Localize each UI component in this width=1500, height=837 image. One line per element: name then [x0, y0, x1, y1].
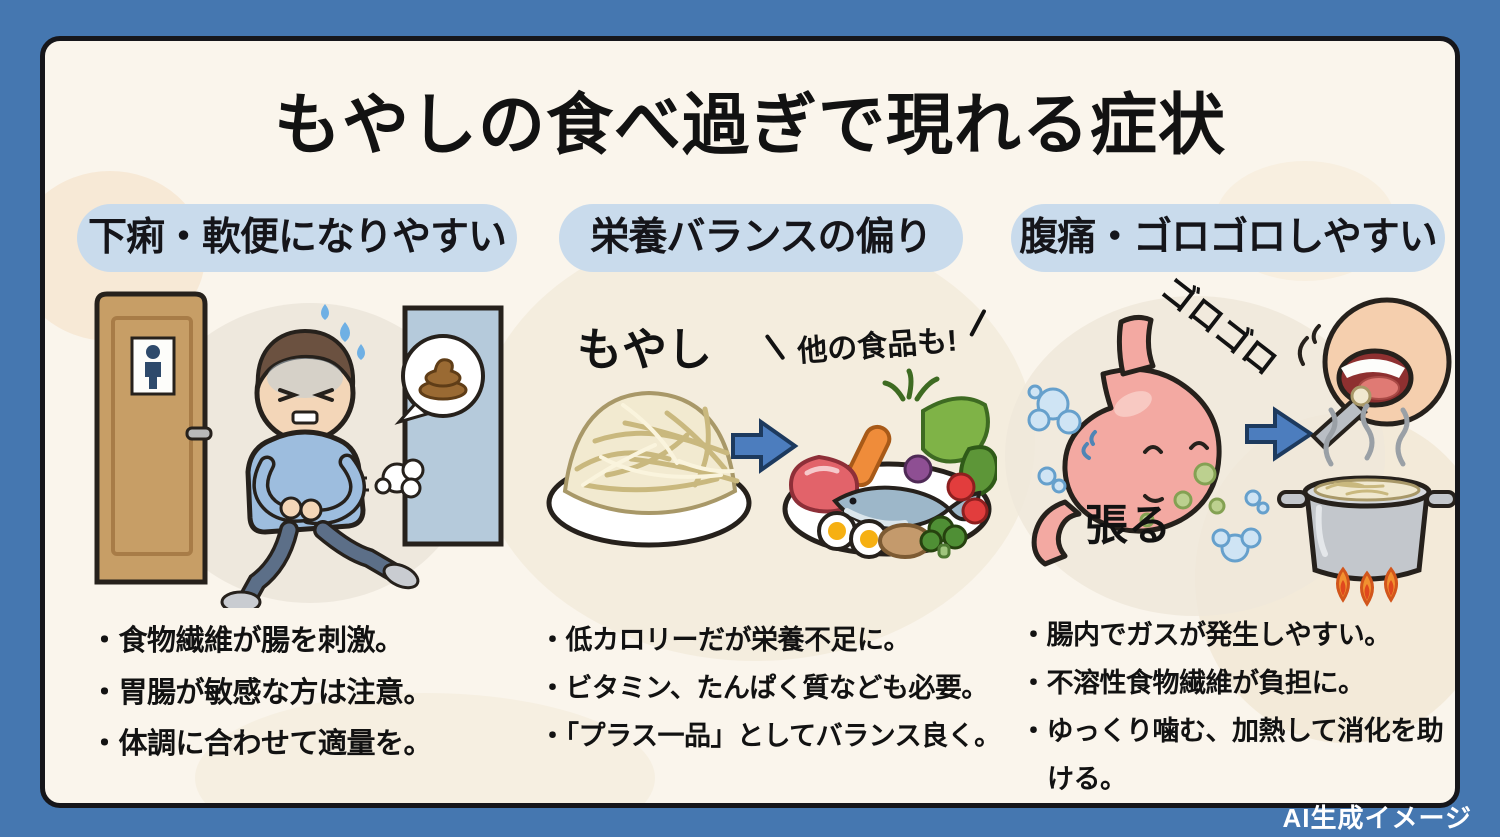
- bullet-item: ・「プラス一品」としてバランス良く。: [539, 721, 1001, 752]
- moyashi-plate-icon: [546, 390, 752, 548]
- arrow-right-icon: [731, 418, 799, 474]
- column1-header: 下痢・軟便になりやすい: [77, 204, 517, 272]
- infographic-card: もやしの食べ過ぎで現れる症状 下痢・軟便になりやすい 栄養バランスの偏り 腹痛・…: [40, 36, 1460, 808]
- bullet-item: ・食物繊維が腸を刺激。: [90, 625, 404, 657]
- balanced-plate-icon: [782, 368, 997, 559]
- bloat-label: 張る: [1085, 502, 1171, 550]
- bullet-item: ・低カロリーだが栄養不足に。: [539, 625, 911, 655]
- stomach-icon: [1031, 314, 1226, 567]
- column3-header: 腹痛・ゴロゴロしやすい: [1011, 204, 1445, 272]
- bullet-item: ・ビタミン、たんぱく質なども必要。: [539, 673, 988, 704]
- bullet-item: ・胃腸が敏感な方は注意。: [90, 676, 433, 709]
- column1-bullet-list: ・食物繊維が腸を刺激。 ・胃腸が敏感な方は注意。 ・体調に合わせて適量を。: [90, 616, 535, 771]
- page-title: もやしの食べ過ぎで現れる症状: [274, 88, 1226, 163]
- column3-bullet-list: ・腸内でガスが発生しやすい。 ・不溶性食物繊維が負担に。 ・ゆっくり噛む、加熱し…: [1020, 611, 1455, 803]
- moyashi-label: もやし: [577, 324, 713, 375]
- bullet-item: ・ゆっくり噛む、加熱して消化を助ける。: [1020, 716, 1444, 795]
- gas-puff-icon: [355, 458, 425, 499]
- stomach-illustration: [1005, 296, 1455, 616]
- ai-generated-credit: AI生成イメージ: [1282, 803, 1472, 833]
- chewing-mouth-icon: [1297, 297, 1452, 451]
- cooking-pot-icon: [1277, 403, 1455, 607]
- moyashi-balance-illustration: [546, 368, 997, 559]
- bullet-item: ・不溶性食物繊維が負担に。: [1020, 668, 1365, 699]
- running-boy-illustration: [220, 304, 420, 608]
- bullet-item: ・体調に合わせて適量を。: [90, 728, 433, 761]
- callout-slash-icon: [969, 308, 987, 338]
- column2-bullet-list: ・低カロリーだが栄養不足に。 ・ビタミン、たんぱく質なども必要。 ・「プラス一品…: [539, 616, 1009, 760]
- toilet-door-icon: [94, 291, 213, 585]
- arrow-right-icon: [1245, 406, 1315, 462]
- gas-cloud-icons: [1027, 384, 1270, 563]
- column2-header: 栄養バランスの偏り: [559, 204, 963, 272]
- poop-speech-bubble-icon: [394, 334, 485, 425]
- toilet-run-illustration: [94, 291, 504, 608]
- bullet-item: ・腸内でガスが発生しやすい。: [1020, 620, 1391, 650]
